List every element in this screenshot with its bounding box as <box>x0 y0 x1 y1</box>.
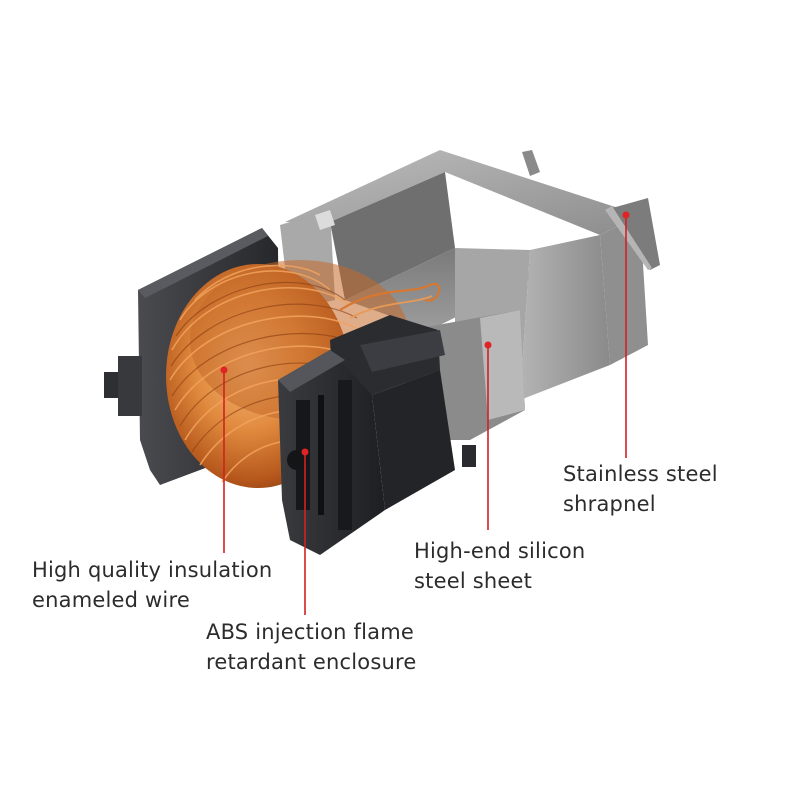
leader-lines <box>220 211 630 615</box>
label-silicon-steel-sheet: High-end silicon steel sheet <box>414 536 585 596</box>
label-line: ABS injection flame <box>206 620 415 644</box>
leader-dot-wire <box>220 366 228 374</box>
leader-dot-silicon <box>484 341 492 349</box>
label-stainless-steel-shrapnel: Stainless steel shrapnel <box>563 459 718 519</box>
leader-dot-abs <box>301 448 309 456</box>
label-line: retardant enclosure <box>206 650 417 674</box>
label-line: enameled wire <box>32 588 190 612</box>
label-abs-enclosure: ABS injection flame retardant enclosure <box>206 617 416 677</box>
label-line: High-end silicon <box>414 539 586 563</box>
label-line: High quality insulation <box>32 558 273 582</box>
label-line: steel sheet <box>414 569 533 593</box>
leader-dot-shrapnel <box>622 211 630 219</box>
label-enameled-wire: High quality insulation enameled wire <box>32 555 272 615</box>
label-line: shrapnel <box>563 492 656 516</box>
abs-front-bracket <box>278 315 476 555</box>
label-line: Stainless steel <box>563 462 718 486</box>
